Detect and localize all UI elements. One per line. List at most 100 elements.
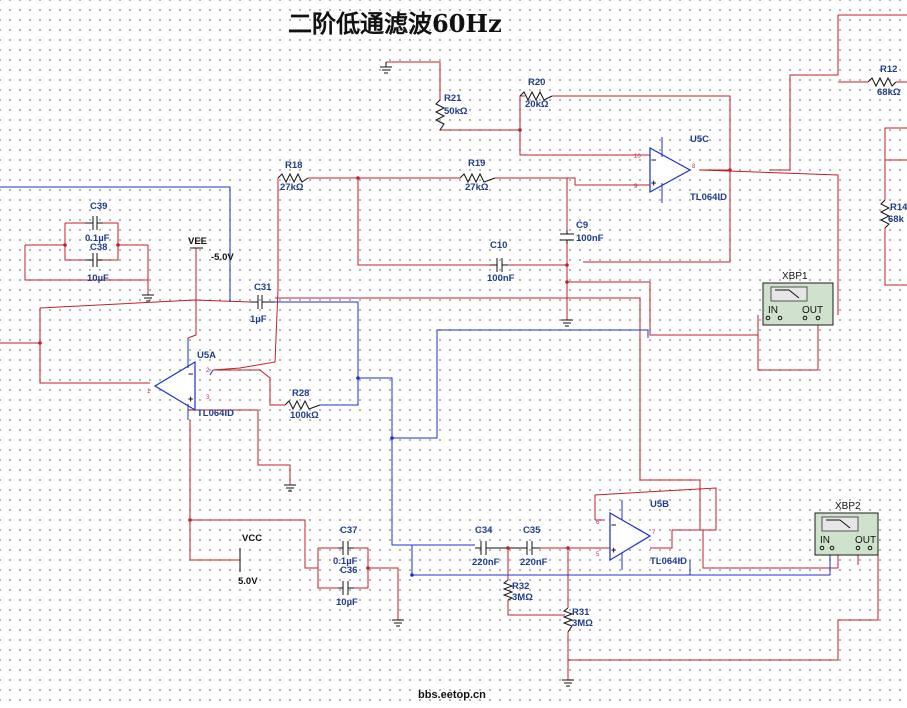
- svg-text:3MΩ: 3MΩ: [572, 618, 593, 629]
- svg-text:C36: C36: [340, 565, 357, 576]
- svg-text:C38: C38: [90, 242, 107, 253]
- svg-text:50kΩ: 50kΩ: [444, 106, 468, 117]
- svg-text:R28: R28: [292, 388, 309, 399]
- capacitor-c35[interactable]: C35 220nF: [508, 525, 548, 568]
- capacitor-c31[interactable]: C31 1µF: [250, 282, 275, 325]
- svg-text:-5.0V: -5.0V: [211, 252, 234, 263]
- ground-symbols: [142, 62, 574, 687]
- svg-text:U5A: U5A: [197, 350, 216, 361]
- svg-text:1µF: 1µF: [250, 314, 267, 325]
- resistor-r28[interactable]: R28 100kΩ: [284, 388, 321, 421]
- junction-dots: [38, 128, 732, 577]
- capacitor-c36[interactable]: C36 10µF: [336, 565, 358, 608]
- resistor-r20[interactable]: R20 20kΩ: [519, 77, 553, 110]
- opamp-u5b[interactable]: − + 6 5 7 U5B TL064ID: [596, 499, 687, 570]
- resistor-r21[interactable]: R21 50kΩ: [434, 93, 468, 131]
- capacitor-c38[interactable]: C38 10µF: [85, 242, 109, 284]
- bode-plotter-xbp2[interactable]: XBP2 IN OUT: [814, 501, 879, 556]
- capacitor-c9[interactable]: C9 100nF: [560, 220, 604, 244]
- svg-text:R18: R18: [285, 160, 302, 171]
- svg-text:VEE: VEE: [188, 236, 207, 247]
- capacitor-c39[interactable]: C39 0.1µF: [85, 201, 110, 244]
- svg-text:R20: R20: [528, 77, 545, 88]
- supply-vcc[interactable]: VCC 5.0V: [238, 533, 262, 587]
- svg-text:1: 1: [147, 389, 151, 395]
- resistor-r12[interactable]: R12 68kΩ: [867, 64, 901, 98]
- ground-icon: [284, 484, 296, 492]
- ground-icon: [392, 619, 404, 627]
- svg-text:68kΩ: 68kΩ: [877, 87, 901, 98]
- svg-text:−: −: [611, 520, 616, 530]
- svg-text:10: 10: [634, 154, 641, 160]
- supply-vee[interactable]: VEE -5.0V: [188, 236, 234, 263]
- svg-text:C9: C9: [576, 220, 588, 231]
- svg-text:6: 6: [596, 520, 600, 526]
- opamp-u5c[interactable]: − + 10 9 8 U5C TL064ID: [634, 134, 727, 203]
- svg-text:IN: IN: [768, 305, 778, 316]
- svg-text:R12: R12: [880, 64, 897, 75]
- svg-text:68k: 68k: [888, 214, 905, 225]
- resistor-r14[interactable]: R14 68k: [879, 199, 907, 229]
- svg-text:5: 5: [596, 552, 600, 558]
- svg-text:+: +: [611, 545, 616, 555]
- ground-icon: [380, 62, 392, 74]
- svg-text:8: 8: [692, 164, 696, 170]
- svg-text:2: 2: [206, 368, 210, 374]
- svg-text:TL064ID: TL064ID: [197, 408, 234, 419]
- svg-text:C37: C37: [340, 525, 357, 536]
- svg-text:C31: C31: [254, 282, 272, 293]
- svg-text:−: −: [188, 369, 193, 379]
- watermark-text: bbs.eetop.cn: [418, 689, 486, 701]
- svg-text:100nF: 100nF: [576, 233, 604, 244]
- svg-text:+: +: [188, 394, 193, 404]
- svg-text:IN: IN: [820, 535, 830, 546]
- svg-text:XBP1: XBP1: [782, 271, 808, 282]
- svg-text:3: 3: [206, 395, 210, 401]
- svg-text:C39: C39: [90, 201, 107, 212]
- blue-wires: [0, 186, 831, 576]
- svg-text:+: +: [651, 178, 656, 188]
- svg-text:220nF: 220nF: [520, 557, 548, 568]
- svg-text:C34: C34: [475, 525, 493, 536]
- svg-text:R32: R32: [512, 581, 529, 592]
- svg-text:C35: C35: [523, 525, 541, 536]
- svg-text:R31: R31: [572, 607, 590, 618]
- svg-text:9: 9: [634, 184, 638, 190]
- svg-text:U5B: U5B: [650, 499, 669, 510]
- svg-text:R19: R19: [468, 158, 485, 169]
- svg-text:XBP2: XBP2: [835, 501, 861, 512]
- capacitor-c34[interactable]: C34 220nF: [472, 525, 508, 568]
- svg-text:TL064ID: TL064ID: [690, 192, 727, 203]
- opamp-u5a[interactable]: − + 2 3 1 U5A TL064ID: [147, 338, 234, 420]
- svg-text:R21: R21: [444, 93, 462, 104]
- resistor-r18[interactable]: R18 27kΩ: [277, 160, 309, 193]
- svg-text:−: −: [651, 155, 656, 165]
- capacitor-c37[interactable]: C37 0.1µF: [333, 525, 358, 567]
- red-wires: [0, 14, 907, 680]
- svg-text:27kΩ: 27kΩ: [465, 182, 489, 193]
- resistor-r32[interactable]: R32 3MΩ: [502, 579, 533, 603]
- bode-plotter-xbp1[interactable]: XBP1 IN OUT: [762, 271, 834, 326]
- ground-icon: [142, 294, 154, 302]
- svg-text:100nF: 100nF: [487, 273, 515, 284]
- svg-text:7: 7: [652, 530, 656, 536]
- svg-text:R14: R14: [890, 202, 907, 213]
- svg-text:OUT: OUT: [802, 305, 823, 316]
- resistor-r19[interactable]: R19 27kΩ: [459, 158, 496, 193]
- svg-text:5.0V: 5.0V: [238, 576, 258, 587]
- svg-text:0.1µF: 0.1µF: [85, 233, 110, 244]
- svg-text:100kΩ: 100kΩ: [290, 410, 319, 421]
- svg-text:220nF: 220nF: [472, 557, 500, 568]
- svg-text:C10: C10: [490, 240, 507, 251]
- resistor-r31[interactable]: R31 3MΩ: [562, 607, 593, 633]
- svg-text:OUT: OUT: [855, 535, 876, 546]
- svg-text:27kΩ: 27kΩ: [280, 182, 304, 193]
- capacitor-c10[interactable]: C10 100nF: [487, 240, 515, 284]
- schematic-title: 二阶低通滤波60Hz: [288, 9, 502, 38]
- svg-text:0.1µF: 0.1µF: [333, 556, 358, 567]
- ground-icon: [562, 679, 574, 687]
- svg-text:10µF: 10µF: [336, 597, 358, 608]
- svg-text:U5C: U5C: [690, 134, 709, 145]
